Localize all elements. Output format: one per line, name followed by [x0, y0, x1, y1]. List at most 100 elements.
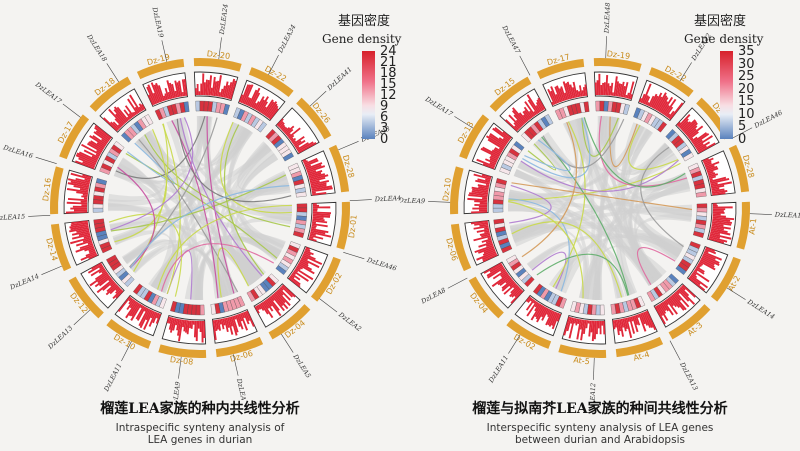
gene-label: DzLEA15 [774, 211, 800, 220]
density-histogram-bar [205, 79, 208, 96]
density-histogram-bar [667, 297, 675, 307]
density-histogram-bar [255, 96, 265, 111]
chromosome-band [736, 201, 750, 250]
density-histogram-bar [473, 225, 489, 230]
density-histogram-bar [551, 312, 559, 326]
density-histogram-bar [487, 138, 505, 150]
density-histogram-bar [613, 76, 618, 97]
density-histogram-bar [711, 188, 725, 193]
legend-tick-label: 0 [380, 132, 389, 147]
density-histogram-bar [102, 280, 115, 291]
density-histogram-bar [81, 143, 101, 156]
density-heatmap-cell [599, 304, 605, 316]
density-histogram-bar [214, 319, 218, 331]
density-histogram-bar [127, 98, 139, 115]
density-histogram-bar [702, 157, 709, 162]
density-histogram-bar [298, 141, 317, 154]
synteny-background-link [508, 204, 636, 296]
density-histogram-bar [482, 163, 495, 170]
density-histogram-bar [513, 114, 524, 126]
density-histogram-bar [278, 288, 291, 301]
density-histogram-bar [623, 81, 629, 98]
density-histogram-bar [312, 209, 318, 212]
density-histogram-bar [486, 265, 504, 277]
density-histogram-bar [303, 157, 318, 166]
caption-left: 榴莲LEA家族的种内共线性分析 Intraspecific synteny an… [60, 398, 340, 446]
density-histogram-bar [150, 310, 155, 319]
density-histogram-bar [309, 234, 324, 240]
density-histogram-bar [479, 232, 490, 236]
density-histogram-bar [166, 316, 171, 324]
density-heatmap-cell [533, 283, 543, 295]
density-histogram-bar [277, 289, 284, 296]
density-histogram-bar [306, 165, 326, 173]
legend-title-cn: 基因密度 [694, 14, 747, 29]
density-histogram-bar [246, 97, 252, 106]
density-histogram-bar [706, 167, 719, 173]
density-histogram-bar [288, 134, 295, 140]
density-histogram-bar [490, 154, 499, 160]
density-histogram-bar [272, 293, 284, 307]
density-histogram-bar [513, 122, 521, 130]
density-histogram-bar [75, 244, 94, 253]
density-histogram-bar [263, 101, 275, 116]
density-histogram-bar [284, 125, 295, 135]
density-histogram-bar [85, 250, 97, 257]
density-histogram-bar [497, 275, 511, 286]
density-histogram-bar [711, 184, 725, 189]
density-histogram-bar [112, 121, 121, 130]
density-histogram-bar [254, 306, 260, 314]
density-histogram-bar [105, 284, 118, 296]
density-histogram-bar [709, 178, 713, 181]
density-histogram-bar [96, 279, 114, 294]
density-histogram-bar [711, 221, 732, 226]
density-heatmap-cell [195, 100, 201, 112]
chromosome-band [593, 57, 642, 72]
density-histogram-bar [710, 182, 718, 186]
density-histogram-bar [501, 279, 514, 290]
density-histogram-bar [686, 128, 697, 137]
density-histogram-bar [485, 135, 505, 149]
density-histogram-bar [512, 284, 518, 289]
density-histogram-bar [199, 320, 202, 332]
density-histogram-bar [184, 320, 189, 333]
density-histogram-bar [677, 289, 690, 302]
density-histogram-bar [696, 141, 711, 151]
density-histogram-bar [206, 80, 210, 96]
density-histogram-bar [238, 94, 244, 103]
chromosome-band [536, 58, 585, 80]
density-histogram-bar [548, 311, 557, 327]
density-histogram-bar [476, 228, 490, 233]
density-histogram-bar [509, 286, 520, 298]
gene-label: DzLEA18 [85, 32, 109, 63]
density-histogram-bar [712, 213, 721, 216]
density-histogram-bar [126, 299, 135, 311]
density-histogram-bar [74, 160, 95, 170]
density-histogram-bar [148, 311, 157, 327]
density-histogram-bar [225, 317, 230, 328]
synteny-link [110, 117, 194, 231]
density-histogram-bar [307, 170, 323, 176]
density-histogram-bar [155, 82, 164, 102]
density-heatmap-cell [95, 178, 107, 186]
density-histogram-bar [258, 303, 265, 311]
density-histogram-bar [112, 288, 123, 299]
density-histogram-bar [671, 294, 685, 311]
density-histogram-bar [287, 127, 301, 139]
density-histogram-bar [115, 287, 122, 294]
chromosome-band [328, 144, 350, 193]
density-histogram-bar [286, 133, 292, 137]
density-histogram-bar [113, 108, 127, 124]
density-histogram-bar [482, 197, 488, 200]
synteny-background-link [238, 153, 285, 252]
density-histogram-bar [139, 308, 151, 329]
density-histogram-bar [502, 131, 512, 139]
synteny-link [179, 118, 263, 277]
chromosome-band [489, 76, 532, 112]
density-histogram-bar [471, 186, 489, 192]
synteny-link [126, 142, 176, 185]
density-histogram-bar [641, 83, 652, 104]
density-histogram-bar [644, 311, 654, 329]
density-histogram-bar [96, 142, 105, 149]
density-histogram-bar [116, 106, 129, 122]
